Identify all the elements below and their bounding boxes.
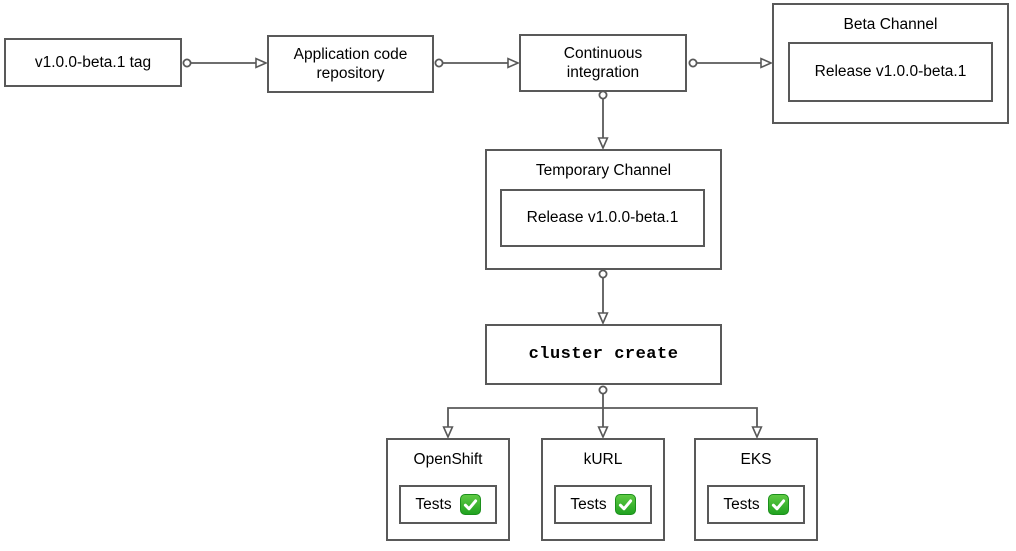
node-application-code-repository: Application code repository xyxy=(267,35,434,93)
connector-repo-to-ci xyxy=(434,57,520,69)
check-mark-button-icon xyxy=(767,494,789,515)
connector-ci-to-temp xyxy=(597,90,609,150)
node-cluster-create-label: cluster create xyxy=(528,344,679,364)
node-kurl-tests-label: Tests xyxy=(570,495,607,513)
node-openshift-tests-label: Tests xyxy=(415,495,452,513)
node-cluster-create: cluster create xyxy=(485,324,722,385)
node-application-code-repository-label: Application code repository xyxy=(293,45,408,82)
node-continuous-integration: Continuous integration xyxy=(519,34,687,92)
node-temporary-release-label: Release v1.0.0-beta.1 xyxy=(526,209,679,226)
node-version-tag: v1.0.0-beta.1 tag xyxy=(4,38,182,87)
connector-ci-to-beta xyxy=(688,57,773,69)
group-platform-openshift: OpenShift Tests xyxy=(386,438,510,541)
check-mark-button-icon xyxy=(459,494,481,515)
node-continuous-integration-label: Continuous integration xyxy=(563,44,643,81)
group-platform-kurl-title: kURL xyxy=(583,451,623,468)
node-beta-release-label: Release v1.0.0-beta.1 xyxy=(814,63,967,80)
node-temporary-release: Release v1.0.0-beta.1 xyxy=(500,189,705,247)
node-eks-tests: Tests xyxy=(707,485,805,524)
connector-cluster-to-platforms xyxy=(442,385,763,439)
node-eks-tests-label: Tests xyxy=(723,495,760,513)
group-temporary-channel-title: Temporary Channel xyxy=(535,162,672,179)
node-beta-release: Release v1.0.0-beta.1 xyxy=(788,42,993,102)
group-temporary-channel: Temporary Channel Release v1.0.0-beta.1 xyxy=(485,149,722,270)
check-mark-button-icon xyxy=(614,494,636,515)
node-openshift-tests: Tests xyxy=(399,485,497,524)
connector-temp-to-cluster xyxy=(597,269,609,325)
group-platform-openshift-title: OpenShift xyxy=(413,451,483,468)
node-kurl-tests: Tests xyxy=(554,485,652,524)
connector-tag-to-repo xyxy=(182,57,268,69)
group-beta-channel-title: Beta Channel xyxy=(843,16,938,33)
group-platform-eks: EKS Tests xyxy=(694,438,818,541)
group-platform-kurl: kURL Tests xyxy=(541,438,665,541)
group-platform-eks-title: EKS xyxy=(740,451,772,468)
node-version-tag-label: v1.0.0-beta.1 tag xyxy=(34,53,152,71)
group-beta-channel: Beta Channel Release v1.0.0-beta.1 xyxy=(772,3,1009,124)
